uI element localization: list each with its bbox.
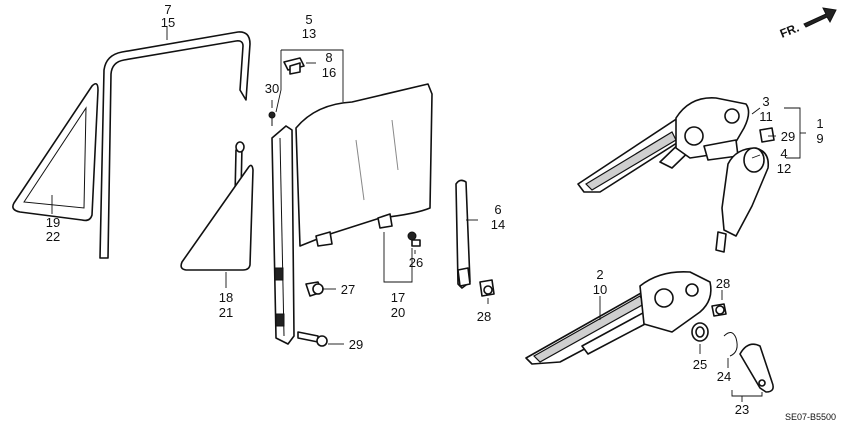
callout-24: 24 — [717, 369, 731, 384]
washer-25-part — [691, 322, 709, 342]
bolt-28b-part — [711, 303, 727, 317]
callout-8: 8 — [325, 50, 332, 65]
callout-labels: 7 15 5 13 8 16 30 19 22 18 21 27 29 6 14… — [46, 2, 824, 417]
callout-28-middle: 28 — [477, 309, 491, 324]
clip-24-part — [723, 332, 738, 357]
callout-16: 16 — [322, 65, 336, 80]
callout-21: 21 — [219, 305, 233, 320]
callout-1: 1 — [816, 116, 823, 131]
callout-28-right: 28 — [716, 276, 730, 291]
callout-19: 19 — [46, 215, 60, 230]
callout-7: 7 — [164, 2, 171, 17]
callout-2: 2 — [596, 267, 603, 282]
callout-29-left: 29 — [349, 337, 363, 352]
callout-26: 26 — [409, 255, 423, 270]
callout-13: 13 — [302, 26, 316, 41]
lower-regulator-part — [525, 270, 712, 365]
bolt-29a-part — [297, 331, 328, 347]
callout-23: 23 — [735, 402, 749, 417]
callout-27: 27 — [341, 282, 355, 297]
callout-12: 12 — [777, 161, 791, 176]
callout-11: 11 — [759, 109, 773, 124]
callout-22: 22 — [46, 229, 60, 244]
callout-4: 4 — [780, 146, 787, 161]
quarter-glass-part — [180, 164, 254, 288]
bolt-29b-part — [759, 127, 775, 143]
callout-9: 9 — [816, 131, 823, 146]
callout-15: 15 — [161, 15, 175, 30]
center-sash-part — [271, 125, 295, 345]
bolt-26-part — [407, 231, 421, 247]
front-arrow-icon — [803, 7, 837, 28]
leader-lines — [166, 26, 806, 402]
front-direction-indicator: FR. — [778, 7, 837, 41]
figure-code: SE07-B5500 — [785, 412, 836, 422]
lower-sash-part — [455, 179, 471, 289]
corner-molding-part — [12, 82, 99, 222]
bolt-27-part — [305, 281, 324, 297]
callout-17: 17 — [391, 290, 405, 305]
handle-23-part — [739, 343, 774, 393]
bolt-28a-part — [479, 279, 495, 297]
sash-clip-part — [283, 57, 305, 75]
callout-3: 3 — [762, 94, 769, 109]
callout-10: 10 — [593, 282, 607, 297]
callout-30: 30 — [265, 81, 279, 96]
callout-18: 18 — [219, 290, 233, 305]
callout-20: 20 — [391, 305, 405, 320]
screw-30-part — [268, 111, 276, 126]
callout-6: 6 — [494, 202, 501, 217]
upper-regulator-part — [577, 97, 750, 193]
callout-29-right: 29 — [781, 129, 795, 144]
callout-5: 5 — [305, 12, 312, 27]
direction-label: FR. — [778, 21, 801, 41]
door-glass-part — [295, 83, 433, 247]
window-motor-part — [715, 147, 770, 253]
callout-25: 25 — [693, 357, 707, 372]
callout-14: 14 — [491, 217, 505, 232]
